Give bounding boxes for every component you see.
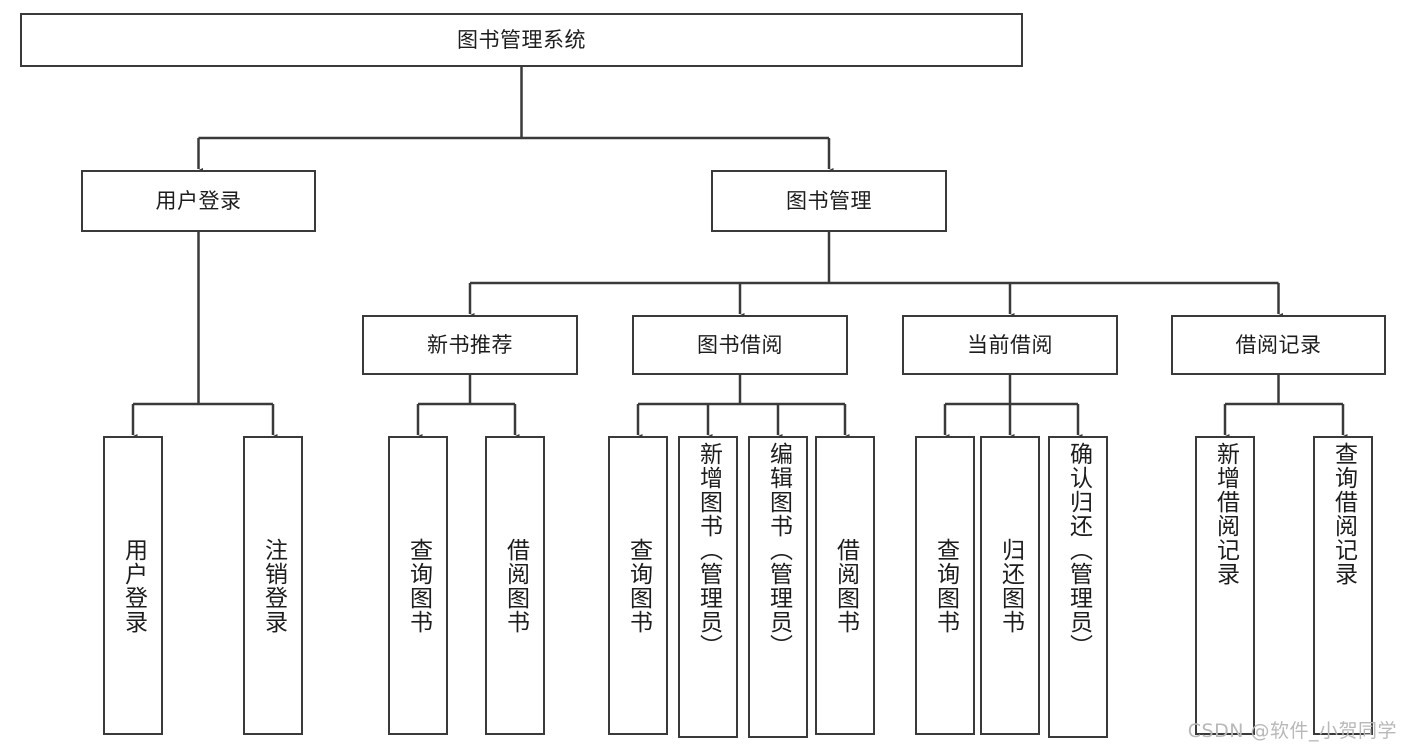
node-leaf-bb-edit[interactable]: 编辑图书（管理员） — [748, 436, 808, 738]
node-label: 新增借阅记录 — [1212, 442, 1239, 586]
node-label: 新书推荐 — [427, 332, 513, 357]
node-leaf-cb-query[interactable]: 查询图书 — [915, 436, 975, 735]
node-leaf-bb-add[interactable]: 新增图书（管理员） — [678, 436, 738, 738]
node-leaf-rec-query[interactable]: 查询图书 — [388, 436, 448, 735]
node-label: 用户登录 — [120, 537, 147, 634]
node-leaf-log-query[interactable]: 查询借阅记录 — [1313, 436, 1373, 735]
node-new-book-rec[interactable]: 新书推荐 — [362, 315, 578, 375]
node-leaf-log-add[interactable]: 新增借阅记录 — [1195, 436, 1255, 735]
node-label: 注销登录 — [260, 537, 287, 634]
node-label: 新增图书（管理员） — [695, 442, 722, 658]
watermark-label: CSDN @软件_小贺同学 — [1187, 720, 1397, 742]
node-borrow-log[interactable]: 借阅记录 — [1171, 315, 1386, 375]
node-label: 确认归还（管理员） — [1065, 442, 1092, 658]
node-leaf-cb-return[interactable]: 归还图书 — [980, 436, 1040, 735]
node-cur-borrow[interactable]: 当前借阅 — [902, 315, 1118, 375]
node-leaf-bb-borrow[interactable]: 借阅图书 — [815, 436, 875, 735]
node-label: 当前借阅 — [967, 332, 1053, 357]
node-label: 图书管理 — [786, 188, 872, 213]
edge-group — [128, 67, 1348, 442]
node-label: 图书管理系统 — [457, 27, 586, 52]
node-leaf-rec-borrow[interactable]: 借阅图书 — [485, 436, 545, 735]
node-leaf-user-login[interactable]: 用户登录 — [103, 436, 163, 735]
node-label: 借阅图书 — [832, 537, 859, 634]
node-label: 查询图书 — [625, 537, 652, 634]
node-book-mgmt[interactable]: 图书管理 — [711, 170, 947, 232]
node-book-borrow[interactable]: 图书借阅 — [632, 315, 848, 375]
node-label: 编辑图书（管理员） — [765, 442, 792, 658]
node-label: 查询借阅记录 — [1330, 442, 1357, 586]
node-label: 查询图书 — [405, 537, 432, 634]
node-label: 借阅记录 — [1235, 332, 1322, 357]
node-leaf-bb-query[interactable]: 查询图书 — [608, 436, 668, 735]
node-label: 查询图书 — [932, 537, 959, 634]
node-label: 归还图书 — [997, 537, 1024, 634]
node-label: 借阅图书 — [502, 537, 529, 634]
node-label: 用户登录 — [155, 188, 242, 213]
node-leaf-cb-confirm[interactable]: 确认归还（管理员） — [1048, 436, 1108, 738]
node-leaf-user-logout[interactable]: 注销登录 — [243, 436, 303, 735]
node-root[interactable]: 图书管理系统 — [20, 13, 1023, 67]
node-user-login[interactable]: 用户登录 — [81, 170, 316, 232]
node-label: 图书借阅 — [697, 332, 783, 357]
